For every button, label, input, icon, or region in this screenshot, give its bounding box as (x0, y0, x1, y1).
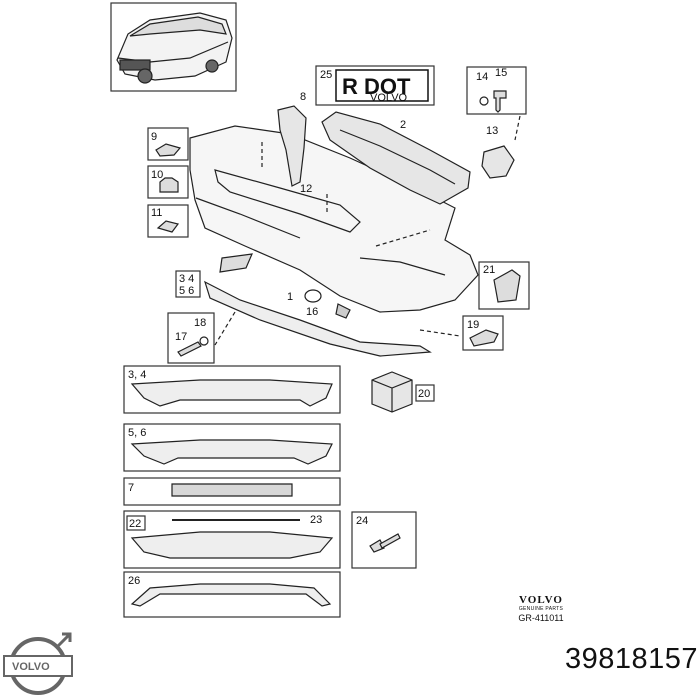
part-box-17-18 (167, 312, 215, 364)
callout-18: 18 (194, 317, 206, 329)
callout-17: 17 (175, 331, 187, 343)
callout-2: 2 (400, 119, 406, 131)
kit-box-20 (371, 371, 435, 413)
callout-25: 25 (320, 69, 332, 81)
part-box-24 (351, 511, 417, 569)
callout-9: 9 (151, 131, 157, 143)
callout-19: 19 (467, 319, 479, 331)
sign-text: R DOT (342, 74, 411, 99)
sign-subtext: VOLVO (370, 92, 408, 104)
callout-26: 26 (128, 575, 140, 587)
callout-11: 11 (151, 207, 162, 219)
rear-bumper (189, 125, 479, 313)
part-box-21 (478, 261, 530, 310)
part-box-3456 (175, 270, 201, 298)
volvo-logo-text: VOLVO (12, 661, 50, 673)
callout-10: 10 (151, 169, 163, 181)
callout-5-6: 5 6 (179, 285, 194, 297)
callout-16: 16 (306, 306, 318, 318)
callout-21: 21 (483, 264, 495, 276)
reinforcement-beam (321, 111, 471, 205)
callout-1: 1 (287, 291, 293, 303)
callout-variant-3-4: 3, 4 (128, 369, 146, 381)
part-number: 39818157 (564, 643, 698, 675)
variant-box-34 (123, 365, 341, 414)
variant-box-26 (123, 571, 341, 618)
callout-20: 20 (418, 388, 430, 400)
variant-box-7 (123, 477, 341, 506)
callout-12: 12 (300, 183, 312, 195)
callout-3-4: 3 4 (179, 273, 194, 285)
reference-brand: VOLVO (519, 594, 563, 606)
bracket-8 (277, 105, 307, 187)
clip-13 (481, 145, 515, 179)
part-box-11 (147, 204, 189, 238)
sign-box (315, 65, 435, 106)
part-box-9 (147, 127, 189, 161)
callout-24: 24 (356, 515, 368, 527)
callout-14: 14 (476, 71, 488, 83)
part-box-19 (462, 315, 504, 351)
variant-box-56 (123, 423, 341, 472)
reference-tagline: GENUINE PARTS (518, 606, 564, 612)
car-thumbnail (110, 2, 237, 92)
callout-15: 15 (495, 67, 507, 79)
callout-13: 13 (486, 125, 498, 137)
leader-lines (214, 115, 521, 346)
callout-23: 23 (310, 514, 322, 526)
variant-box-22-23 (123, 510, 341, 569)
lower-diffuser (203, 253, 432, 357)
callout-8: 8 (300, 91, 306, 103)
bracket-box (466, 66, 527, 115)
volvo-logo (3, 632, 73, 695)
reference-code: GR-411011 (518, 613, 564, 623)
callout-variant-5-6: 5, 6 (128, 427, 146, 439)
part-box-10 (147, 165, 189, 199)
callout-22: 22 (129, 518, 141, 530)
callout-7: 7 (128, 482, 134, 494)
